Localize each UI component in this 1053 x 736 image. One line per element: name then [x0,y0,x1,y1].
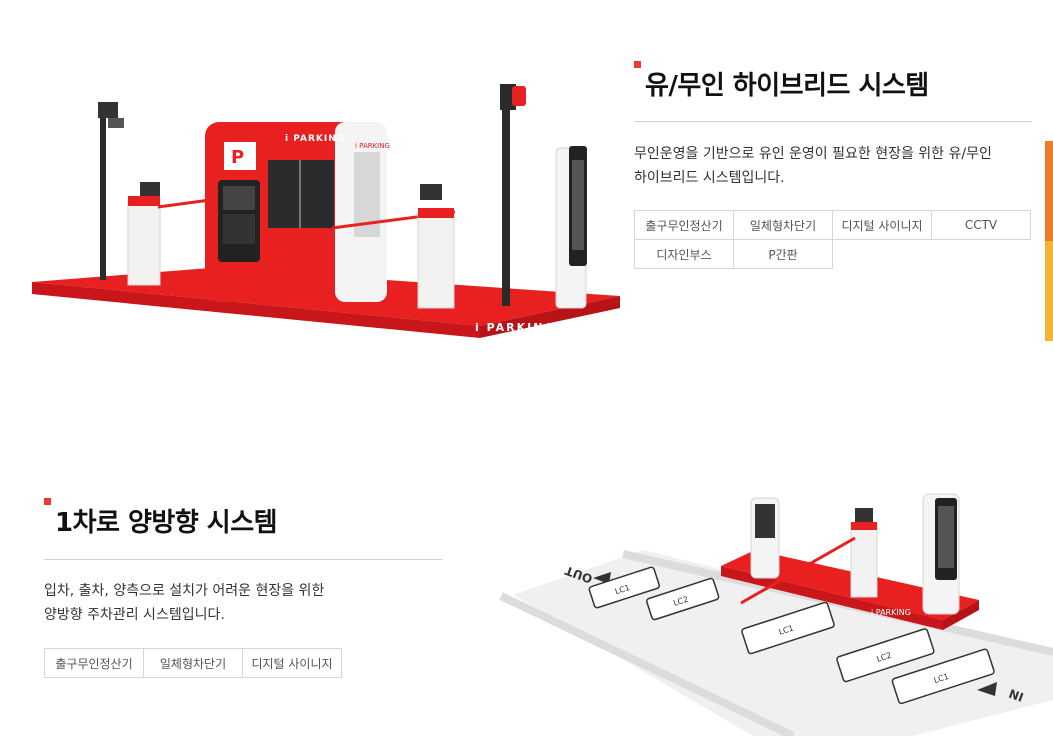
svg-text:LC1: LC1 [933,672,950,685]
parking-slot: LC1 [891,648,995,705]
tag-p-sign: P간판 [734,240,833,269]
tag-digital-signage: 디지털 사이니지 [833,211,932,240]
svg-text:LC1: LC1 [778,624,795,637]
two-way-title-wrap: 1차로 양방향 시스템 [44,498,444,538]
two-way-description-line2: 양방향 주차관리 시스템입니다. [44,607,225,623]
hybrid-title-divider [634,121,1032,122]
two-way-title: 1차로 양방향 시스템 [55,508,278,538]
hybrid-description: 무인운영을 기반으로 유인 운영이 필요한 현장을 위한 유/무인 하이브리드 … [634,142,1034,190]
tag-design-booth: 디자인부스 [635,240,734,269]
island-top [721,550,979,620]
right-barrier-camera-icon [420,184,442,200]
two-way-barrier-arm [740,536,856,605]
p-logo-text: P [231,147,244,168]
tag-integrated-barrier: 일체형차단기 [734,211,833,240]
sign-lamp [512,86,526,106]
two-way-title-divider [44,559,442,560]
svg-text:LC2: LC2 [672,595,689,608]
hybrid-title-wrap: 유/무인 하이브리드 시스템 [634,61,1034,101]
parking-slot: LC2 [646,577,720,621]
two-way-description-line1: 입차, 출차, 양측으로 설치가 어려운 현장을 위한 [44,583,325,599]
hybrid-description-line1: 무인운영을 기반으로 유인 운영이 필요한 현장을 위한 유/무인 [634,146,992,162]
hybrid-title: 유/무인 하이브리드 시스템 [645,71,929,101]
left-barrier-arm [157,198,211,209]
hybrid-description-line2: 하이브리드 시스템입니다. [634,170,785,186]
svg-text:LC2: LC2 [875,651,892,664]
platform-side [32,282,480,338]
left-cctv-pole [100,105,106,280]
left-barrier-camera-icon [140,182,160,196]
left-barrier-body [127,199,161,286]
two-way-system-illustration: OUT LC1 LC2 LC1 LC2 LC1 IN i [499,493,1053,736]
title-accent-mark-2 [44,498,51,505]
svg-text:LC1: LC1 [614,583,631,596]
booth-brand-text: i PARKING [285,134,345,144]
two-way-tag-grid: 출구무인정산기 일체형차단기 디지털 사이니지 [44,648,342,678]
p-logo-icon [224,142,256,170]
parking-slot: LC2 [836,628,935,683]
left-cctv-camera-icon [98,102,118,118]
platform-brand-text: i PARKING [475,321,556,334]
right-barrier-body [417,212,455,309]
two-way-system-section: 1차로 양방향 시스템 입차, 출차, 양측으로 설치가 어려운 현장을 위한 … [0,480,1053,736]
edge-accent-yellow [1045,241,1053,341]
tag-integrated-barrier-2: 일체형차단기 [144,649,243,678]
booth-side-brand-text: i PARKING [355,142,390,150]
edge-accent-orange [1045,141,1053,241]
hybrid-system-section: i PARKING i PARKING i PARKING P [0,0,1053,360]
hybrid-system-illustration: i PARKING i PARKING i PARKING P [32,84,620,338]
in-label: IN [1007,686,1025,704]
two-way-description: 입차, 출차, 양측으로 설치가 어려운 현장을 위한 양방향 주차관리 시스템… [44,579,444,627]
tag-cctv: CCTV [932,211,1031,240]
tag-exit-kiosk: 출구무인정산기 [635,211,734,240]
hybrid-tag-grid: 출구무인정산기 일체형차단기 디지털 사이니지 CCTV 디자인부스 P간판 [634,210,1031,269]
tag-digital-signage-2: 디지털 사이니지 [243,649,342,678]
parking-slot: LC1 [588,566,660,609]
two-way-barrier-camera-icon [855,508,873,522]
parking-slot: LC1 [741,601,835,655]
in-arrow-icon [977,682,997,696]
tag-exit-kiosk-2: 출구무인정산기 [45,649,144,678]
two-way-barrier [850,524,878,598]
sign-pole [502,100,510,306]
island-brand-text: i PARKING [871,608,911,617]
title-accent-mark [634,61,641,68]
